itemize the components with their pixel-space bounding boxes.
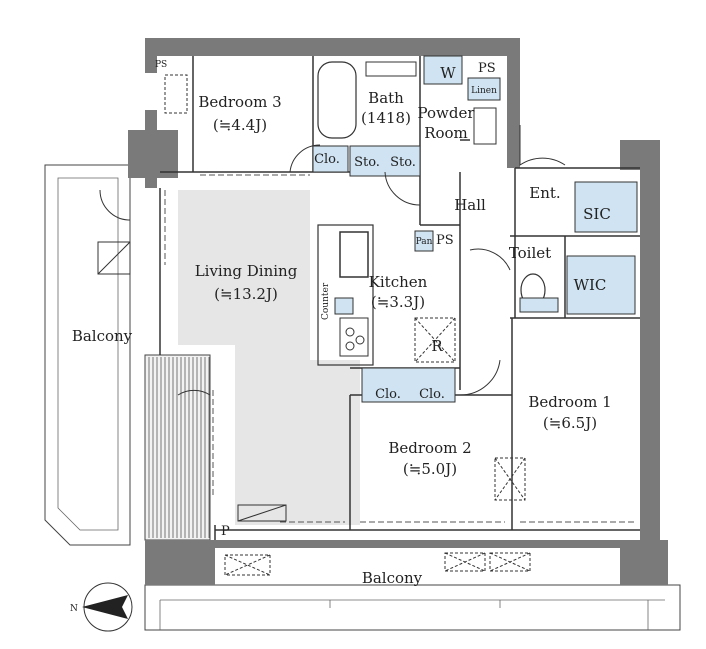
sto1-label: Sto. (354, 155, 380, 170)
bathtub (317, 61, 357, 139)
bedroom3-name: Bedroom 3 (198, 93, 281, 111)
kitchen-size: (≒3.3J) (371, 293, 425, 311)
balcony-left-name: Balcony (72, 327, 133, 345)
balcony-left-inner (57, 177, 119, 531)
kitchen-sink (339, 231, 369, 278)
bedroom3-size: (≒4.4J) (213, 116, 267, 134)
toilet-name: Toilet (509, 244, 551, 262)
bedroom1-name: Bedroom 1 (528, 393, 611, 411)
kitchen-name: Kitchen (369, 273, 428, 291)
ac-units (164, 74, 531, 576)
bath-name: Bath (368, 89, 404, 107)
entrance-name: Ent. (529, 184, 560, 202)
bath-shelf (365, 61, 417, 77)
ps-top-left-label: PS (155, 60, 167, 70)
clo-b3-label: Clo. (314, 152, 340, 167)
storage-areas (312, 55, 638, 403)
living-size: (≒13.2J) (214, 285, 278, 303)
bath-size: (1418) (361, 109, 411, 127)
living-dining-floor (178, 190, 360, 525)
balcony-deck (144, 354, 211, 541)
powder-name-2: Room (424, 124, 468, 142)
walls (128, 38, 668, 585)
floor-unit-diagonal (237, 504, 287, 522)
wic-label: WIC (574, 276, 607, 294)
fridge-space (414, 317, 456, 363)
bedroom1-size: (≒6.5J) (543, 414, 597, 432)
stove (339, 317, 369, 357)
burner (355, 335, 365, 345)
ps-top-right-label: PS (478, 61, 496, 76)
fridge-label: R (431, 337, 443, 355)
balcony-bottom-name: Balcony (362, 569, 423, 587)
balcony-left-outline (44, 164, 131, 546)
washer-label: W (440, 64, 456, 82)
linen-label: Linen (471, 86, 497, 96)
ps-kitchen-label: PS (436, 233, 454, 248)
pan-label: Pan (416, 237, 433, 247)
windows (164, 174, 635, 523)
compass-arrow (82, 595, 128, 619)
floor-unit (237, 504, 287, 522)
clo-b2a-label: Clo. (375, 387, 401, 402)
sto2-label: Sto. (390, 155, 416, 170)
kitchen-counter (317, 224, 374, 366)
powder-sink (473, 107, 497, 145)
door-swings (99, 125, 566, 396)
north-label: N (70, 604, 78, 614)
powder-name: Powder (417, 104, 475, 122)
balcony-hatch (97, 241, 131, 275)
clo-b2b-label: Clo. (419, 387, 445, 402)
toilet-tank (519, 297, 559, 313)
sic-label: SIC (583, 205, 611, 223)
balcony-bottom-outline (144, 584, 681, 631)
hatch-diagonal (97, 241, 131, 275)
counter-label: Counter (321, 282, 331, 320)
burner (345, 341, 355, 351)
burner (345, 327, 355, 337)
bedroom2-name: Bedroom 2 (388, 439, 471, 457)
p-label: P (221, 524, 230, 539)
living-name: Living Dining (195, 262, 298, 280)
hall-name: Hall (454, 196, 486, 214)
bedroom2-size: (≒5.0J) (403, 460, 457, 478)
